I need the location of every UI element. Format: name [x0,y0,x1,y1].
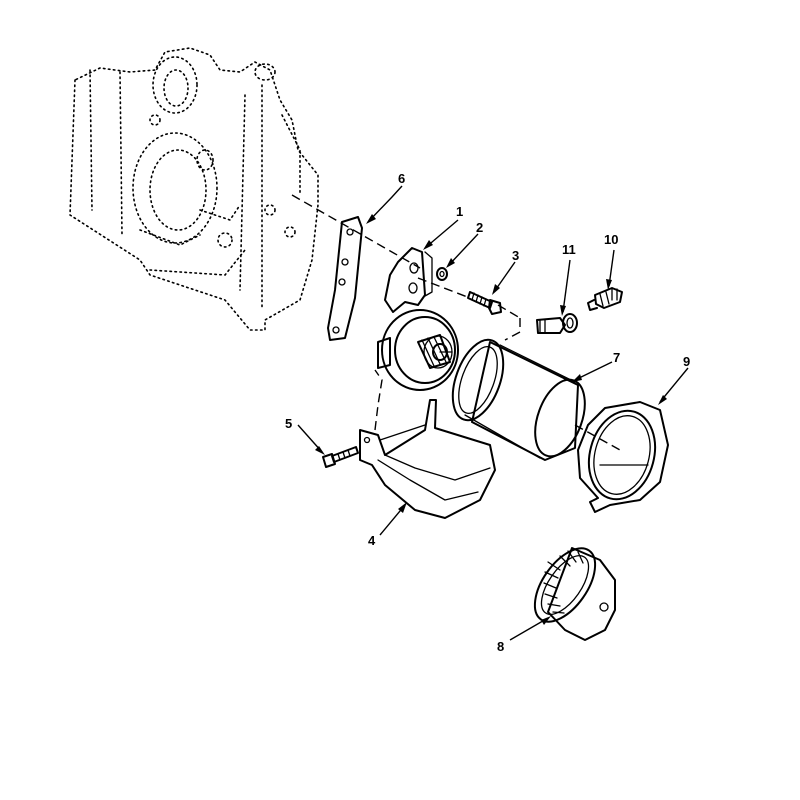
leader-lines [297,185,689,641]
alignment-line-shroud [374,369,383,431]
callout-2: 2 [476,220,483,235]
filter-head-part [377,309,459,391]
callout-10: 10 [604,232,618,247]
sealing-ring-part [577,401,669,513]
callout-4: 4 [368,533,376,548]
callout-5: 5 [285,416,292,431]
callout-8: 8 [497,639,504,654]
alignment-line-elbow [497,304,521,319]
callout-11: 11 [562,242,576,257]
alignment-line-filter [574,424,621,451]
filter-element-part [451,338,586,461]
callout-6: 6 [398,171,405,186]
connector-fitting-part [587,287,623,311]
gasket-part [327,216,363,341]
alignment-line-block [291,194,421,269]
capscrew-part [467,291,502,315]
filter-cover-part [533,547,616,641]
mounting-bracket-part [384,247,433,313]
alignment-line-fitting [504,318,521,341]
callout-7: 7 [613,350,620,365]
washer-part [436,267,448,281]
engine-block-housing [69,47,319,331]
callout-3: 3 [512,248,519,263]
shroud-capscrew-part [322,446,359,468]
filter-shroud-part [359,399,496,519]
alignment-line-screw [417,277,471,299]
callout-9: 9 [683,354,690,369]
elbow-fitting-part [536,313,578,334]
callout-1: 1 [456,204,463,219]
